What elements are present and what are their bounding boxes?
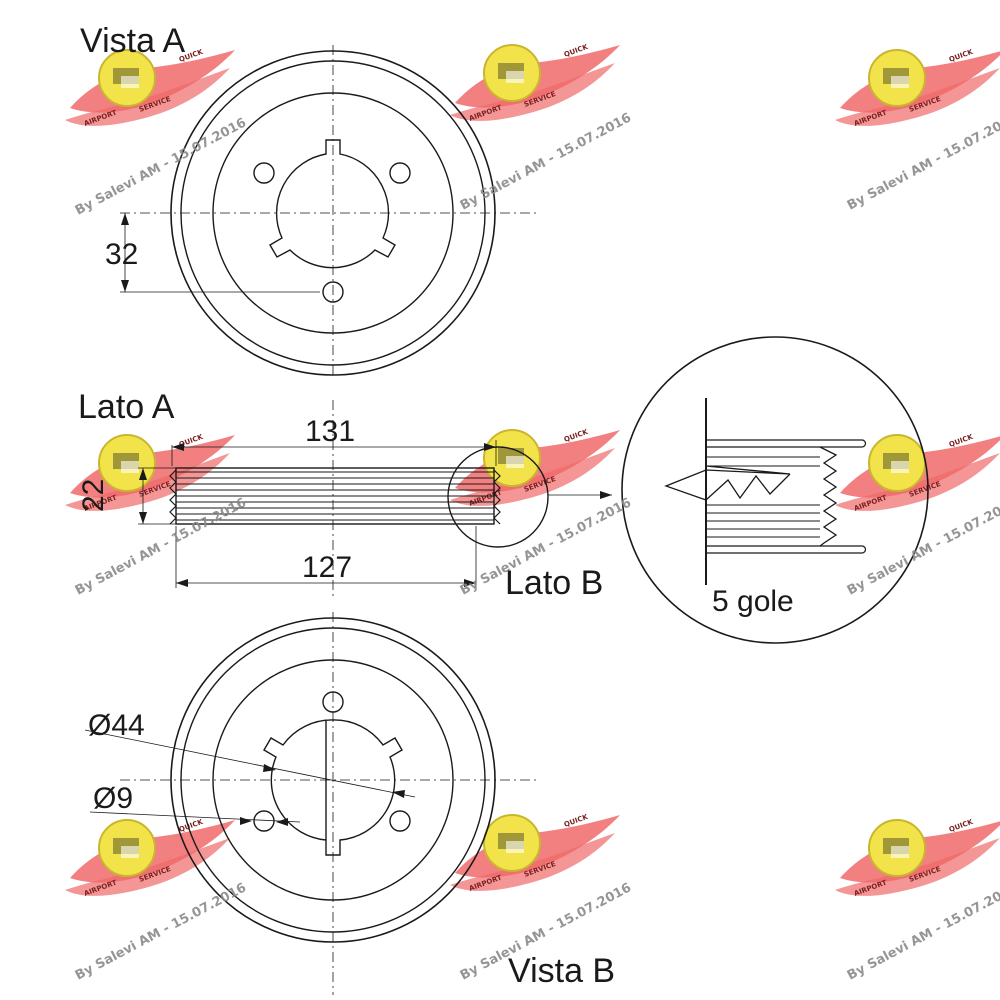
vista-a-label: Vista A [80,22,186,60]
lato-a-side-view [138,400,612,600]
vista-b-label: Vista B [508,952,615,990]
hole-offset-dimension: 32 [105,238,138,271]
grooves-count-label: 5 gole [712,585,794,618]
lato-b-label: Lato B [505,564,603,602]
hole-diameter-dimension: Ø9 [93,782,133,815]
svg-text:By Salevi AM - 15.07.2016: By Salevi AM - 15.07.2016 [73,880,249,983]
inner-width-dimension: 127 [302,551,352,584]
height-dimension: 22 [77,479,110,512]
lato-a-label: Lato A [78,388,175,426]
svg-text:By Salevi AM - 15.07.2016: By Salevi AM - 15.07.2016 [458,110,634,213]
total-width-dimension: 131 [305,415,355,448]
vista-a-view [120,45,540,378]
groove-detail-view [621,336,929,644]
center-diameter-dimension: Ø44 [88,709,145,742]
vista-b-view [84,612,540,995]
